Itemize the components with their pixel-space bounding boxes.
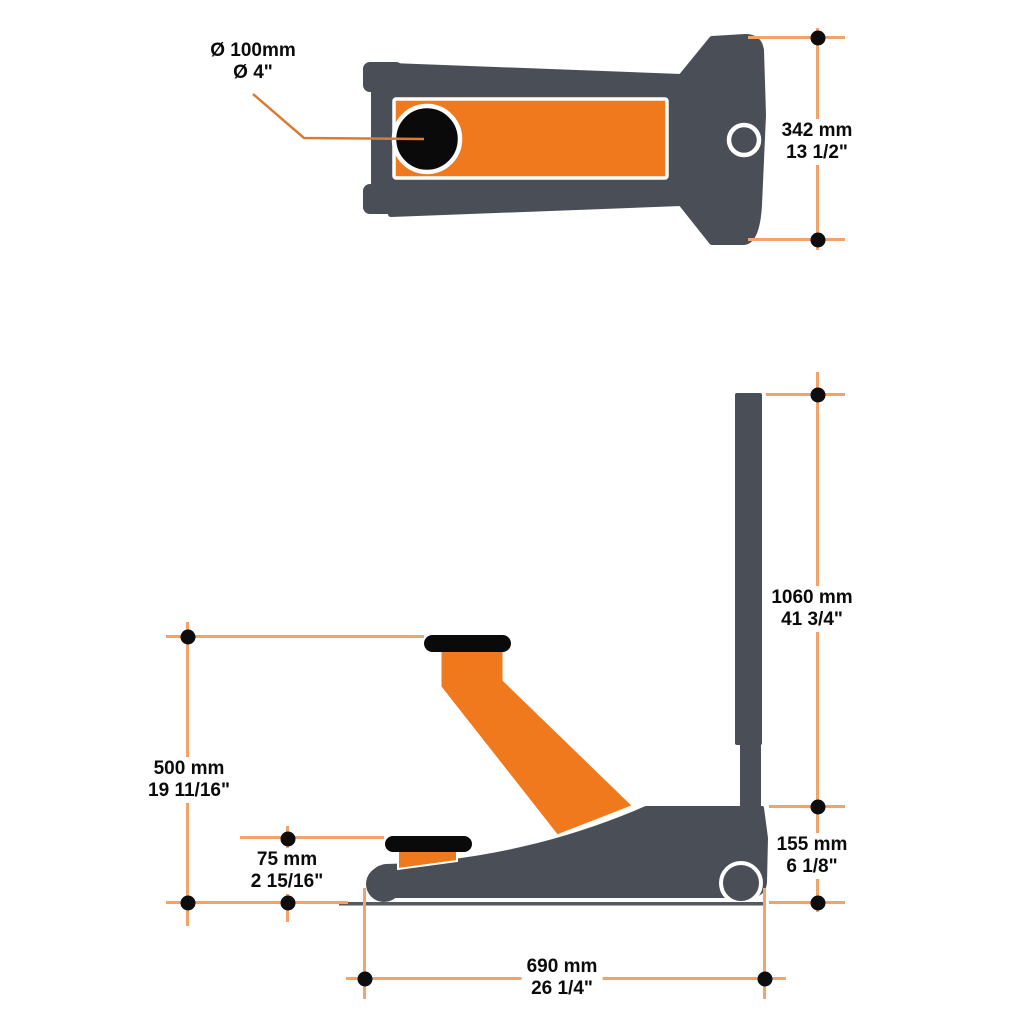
max-height-metric: 500 mm (153, 758, 225, 779)
handle-height-imperial: 41 3/4" (781, 609, 843, 630)
rear-height-metric: 155 mm (776, 834, 848, 855)
dim-point (810, 232, 826, 248)
max-height-imperial: 19 11/16" (148, 780, 230, 801)
length-imperial: 26 1/4" (531, 978, 593, 999)
dim-ext-front-wheel (363, 888, 366, 999)
rear-hole (726, 122, 762, 158)
dim-ext-rear-wheel (763, 888, 766, 999)
jack-top-view (252, 34, 766, 245)
saddle-leader-line (252, 93, 425, 141)
dim-label-width: 342 mm 13 1/2" (776, 119, 858, 165)
dim-point (280, 895, 296, 911)
saddle-pad-lowered (385, 836, 472, 852)
dim-label-saddle-diameter: Ø 100mm Ø 4" (205, 39, 301, 85)
dim-ext-saddle-raised (166, 635, 424, 638)
dim-point (180, 895, 196, 911)
width-imperial: 13 1/2" (786, 142, 848, 163)
dim-label-rear-height: 155 mm 6 1/8" (771, 833, 853, 879)
dim-ext-width-top (748, 36, 845, 39)
dim-ext-chassis-top (769, 805, 845, 808)
dim-point (810, 895, 826, 911)
dim-label-length: 690 mm 26 1/4" (521, 955, 603, 1001)
width-metric: 342 mm (781, 120, 853, 141)
rear-wheel (719, 861, 763, 905)
dim-ext-ground-right (769, 901, 845, 904)
saddle-pad-raised (424, 635, 511, 652)
dim-point (810, 387, 826, 403)
min-height-imperial: 2 15/16" (250, 871, 324, 892)
saddle-diameter-metric: Ø 100mm (210, 40, 296, 61)
dim-label-min-height: 75 mm 2 15/16" (245, 848, 329, 894)
handle-upper (735, 393, 762, 745)
dim-point (280, 831, 296, 847)
saddle-diameter-imperial: Ø 4" (233, 62, 273, 83)
min-height-metric: 75 mm (256, 849, 318, 870)
dim-ext-width-bottom (748, 238, 845, 241)
dim-ext-saddle-lowered (240, 836, 384, 839)
lift-arm (438, 646, 636, 838)
dim-line-heights-vertical (816, 372, 819, 912)
dim-ext-handle-top (766, 393, 845, 396)
ground-line (339, 902, 763, 906)
dim-point (810, 799, 826, 815)
dim-point (357, 971, 373, 987)
dim-point (810, 30, 826, 46)
handle-lower (740, 740, 761, 820)
dim-ext-ground-left (166, 901, 348, 904)
jack-side-view (339, 393, 768, 906)
rear-height-imperial: 6 1/8" (786, 856, 838, 877)
dim-label-max-height: 500 mm 19 11/16" (143, 757, 235, 803)
handle-height-metric: 1060 mm (771, 587, 853, 608)
length-metric: 690 mm (526, 956, 598, 977)
front-wheel (366, 866, 402, 902)
dim-point (180, 629, 196, 645)
dim-point (757, 971, 773, 987)
dim-label-handle-height: 1060 mm 41 3/4" (766, 586, 858, 632)
